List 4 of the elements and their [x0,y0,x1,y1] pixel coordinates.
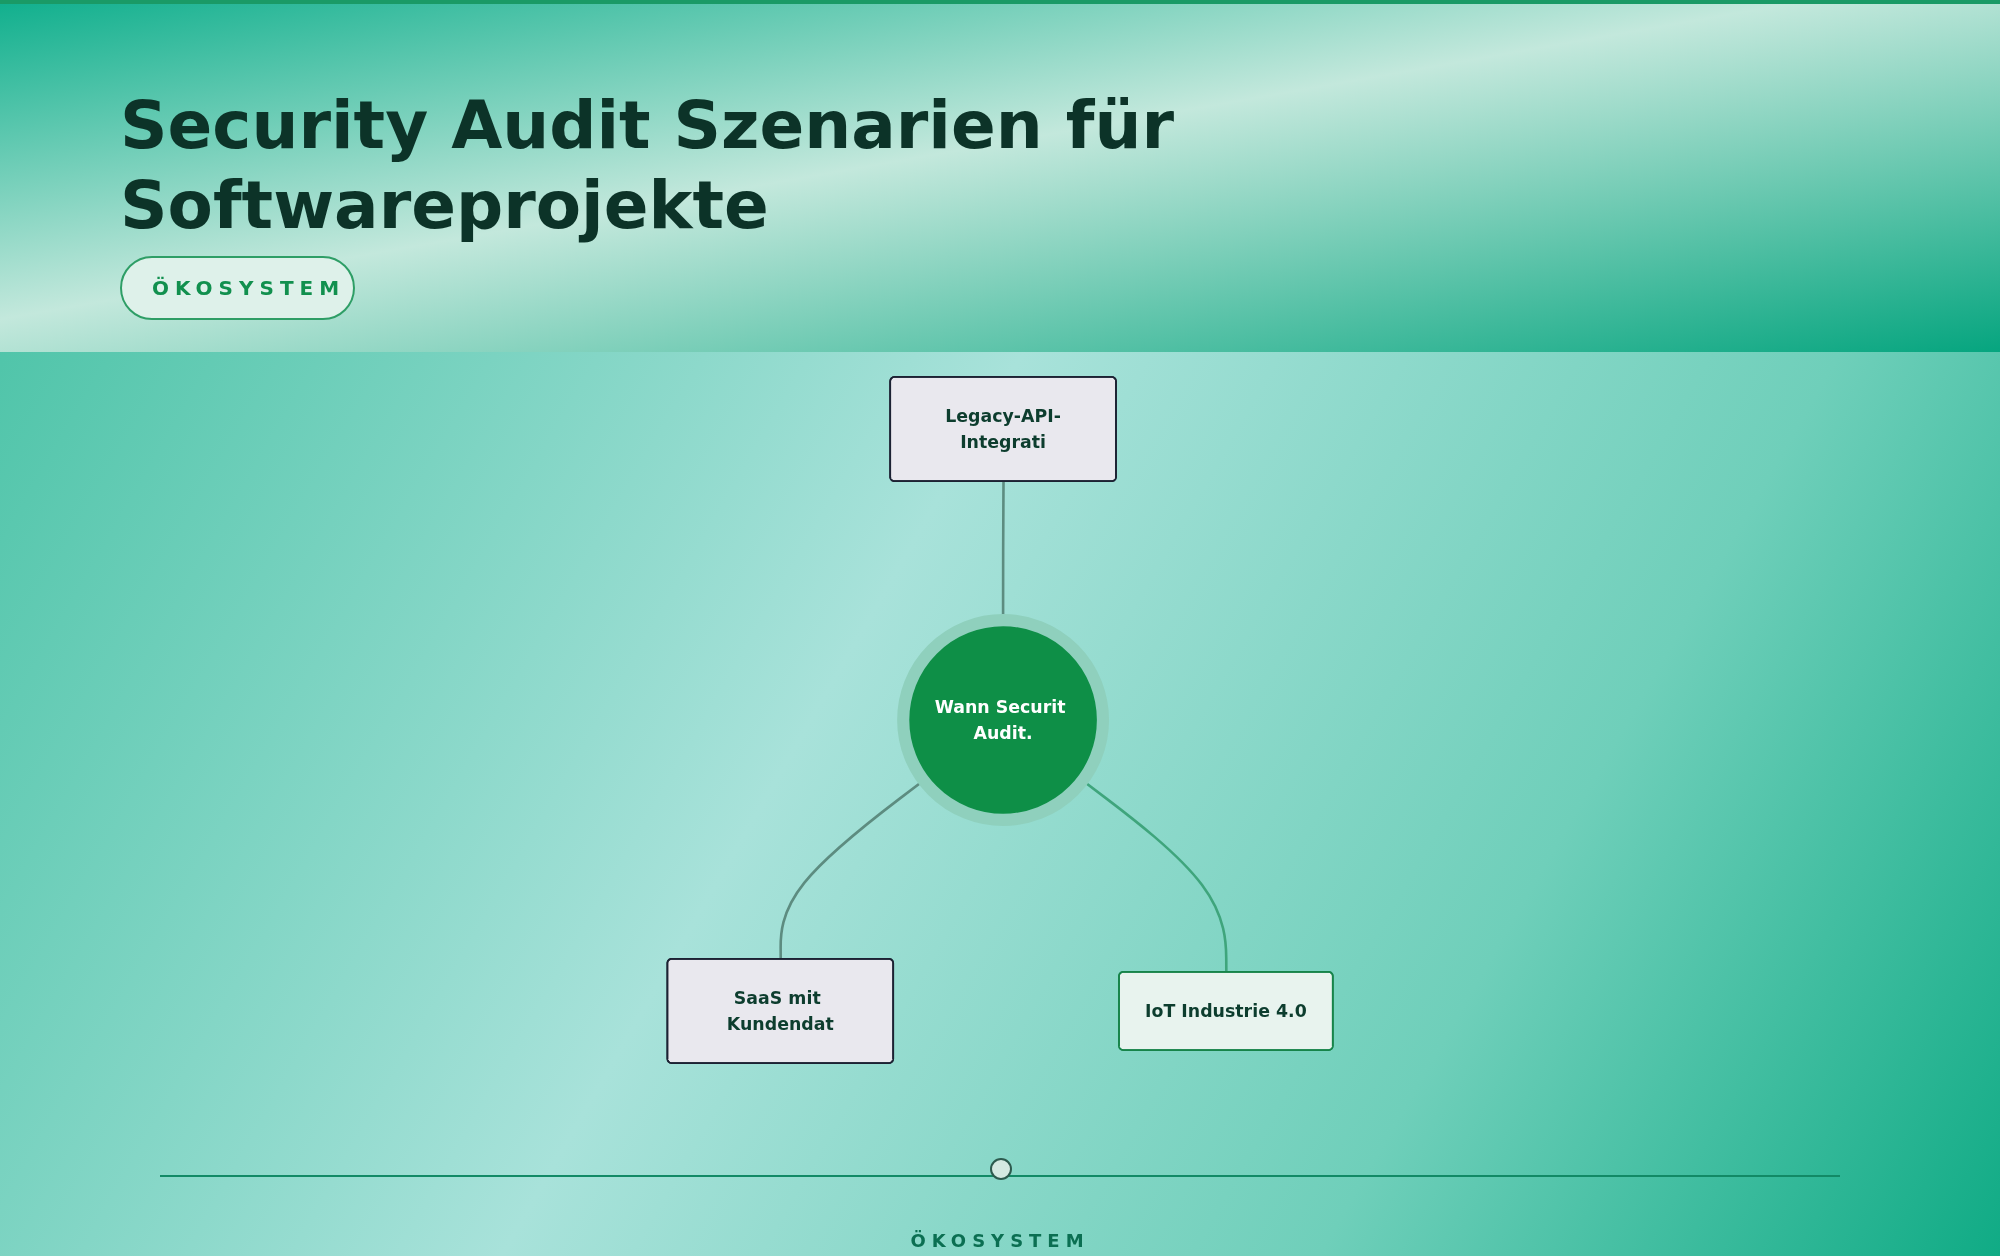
footer-label: ÖKOSYSTEM [909,1230,1091,1251]
title: Security Audit Szenarien für Softwareprojekte [120,86,1175,246]
category-tag: ÖKOSYSTEM [120,256,356,320]
node-circle: Wann Securit Audit. [897,614,1109,826]
